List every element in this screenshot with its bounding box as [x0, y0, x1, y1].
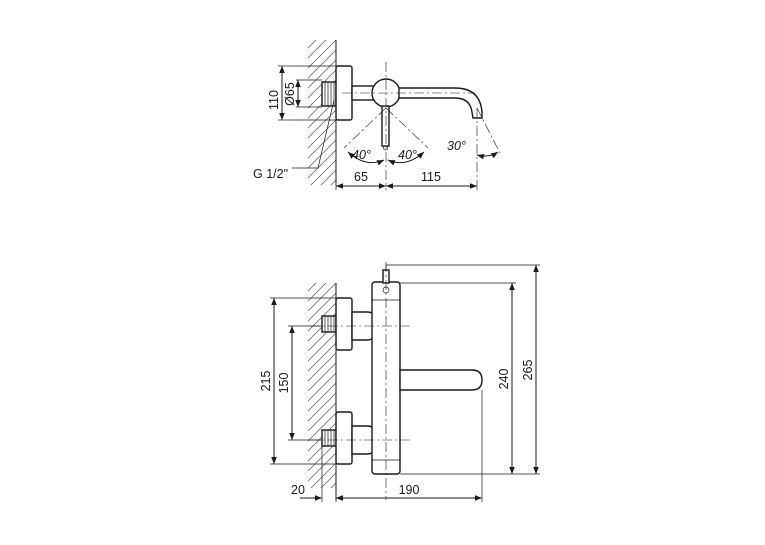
handle-top — [381, 105, 390, 147]
front-view: 215 150 240 265 20 190 — [259, 262, 540, 502]
spout-front — [399, 369, 483, 391]
dim-265: 265 — [521, 360, 535, 381]
angle-spout-label: 30° — [447, 139, 466, 153]
upper-inlet — [321, 297, 385, 351]
dim-20: 20 — [291, 483, 305, 497]
dim-thread: G 1/2" — [253, 167, 288, 181]
wall-hatching-top — [308, 40, 336, 185]
dim-65: 65 — [354, 170, 368, 184]
thread-pipe-top — [321, 81, 337, 107]
dim-110: 110 — [267, 90, 281, 110]
dim-115: 115 — [421, 170, 441, 184]
dim-150: 150 — [277, 373, 291, 394]
spout-top — [398, 87, 483, 119]
dim-diameter-65: Ø65 — [283, 82, 297, 106]
top-view: 110 Ø65 G 1/2" 65 115 40° 40° 30° — [253, 40, 501, 190]
angle-left-label: 40° — [352, 148, 371, 162]
angle-right-label: 40° — [398, 148, 417, 162]
dim-215: 215 — [259, 371, 273, 392]
dim-190: 190 — [399, 483, 420, 497]
dim-240: 240 — [497, 369, 511, 390]
